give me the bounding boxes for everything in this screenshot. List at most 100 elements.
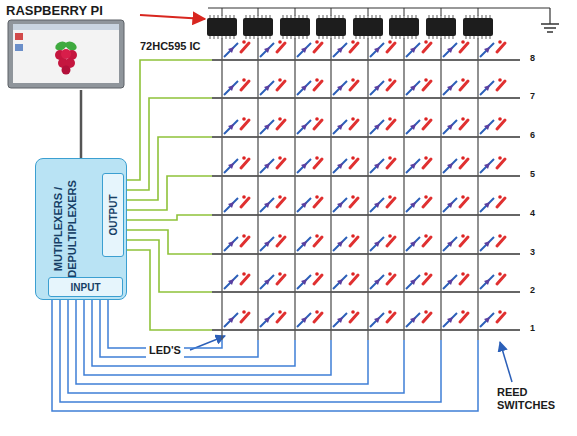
reed-switch bbox=[388, 234, 392, 238]
ic-pin bbox=[395, 15, 396, 18]
led bbox=[480, 120, 494, 134]
column-line bbox=[367, 38, 368, 340]
ic-pin bbox=[481, 15, 482, 18]
reed-switch bbox=[423, 120, 431, 129]
reed-switch bbox=[460, 159, 468, 168]
ic-pin bbox=[432, 36, 433, 39]
ic-pin bbox=[371, 36, 372, 39]
led bbox=[301, 47, 307, 53]
reed-switch bbox=[277, 43, 285, 52]
ic-pin bbox=[334, 36, 335, 39]
reed-switch bbox=[388, 195, 392, 199]
led bbox=[370, 313, 384, 327]
reed-switch bbox=[314, 43, 322, 52]
node-label: MUTIPLEXERS / DEPULTIPLEXERS bbox=[52, 169, 80, 289]
column-line bbox=[403, 38, 404, 340]
led bbox=[228, 85, 234, 91]
reed-switch bbox=[424, 272, 428, 276]
ic-pin bbox=[221, 36, 222, 39]
reed-switch bbox=[460, 43, 468, 52]
reed-switch bbox=[242, 195, 246, 199]
ic-pin bbox=[330, 15, 331, 18]
reed-switch bbox=[424, 195, 428, 199]
ic-pin bbox=[452, 15, 453, 18]
output-box: OUTPUT bbox=[102, 173, 124, 257]
ic-pin bbox=[322, 15, 323, 18]
led bbox=[264, 163, 270, 169]
ground-tap bbox=[368, 8, 369, 16]
reed-switch bbox=[461, 156, 465, 160]
led bbox=[337, 85, 343, 91]
led bbox=[228, 317, 234, 323]
column-line bbox=[294, 38, 295, 340]
reed-switch bbox=[314, 159, 322, 168]
row-wire bbox=[127, 60, 212, 180]
ic-pin bbox=[415, 36, 416, 39]
ic-pin bbox=[481, 36, 482, 39]
led bbox=[228, 163, 234, 169]
shift-register-ic bbox=[280, 18, 310, 36]
shift-register-ic bbox=[463, 18, 493, 36]
ic-pin bbox=[452, 36, 453, 39]
reed-switch bbox=[277, 275, 285, 284]
led bbox=[410, 241, 416, 247]
column-wire bbox=[108, 297, 222, 348]
led bbox=[410, 202, 416, 208]
reed-switch bbox=[241, 159, 249, 168]
led bbox=[374, 124, 380, 130]
ic-pin bbox=[469, 36, 470, 39]
led bbox=[443, 81, 457, 95]
led bbox=[301, 241, 307, 247]
reed-switch bbox=[315, 40, 319, 44]
led bbox=[406, 198, 420, 212]
led bbox=[374, 317, 380, 323]
reed-switch bbox=[423, 237, 431, 246]
led bbox=[410, 47, 416, 53]
reed-switch bbox=[351, 234, 355, 238]
callout-label: REED SWITCHES bbox=[497, 386, 571, 411]
row-number: 5 bbox=[530, 169, 535, 179]
ic-pin bbox=[326, 15, 327, 18]
reed-switch bbox=[498, 117, 502, 121]
leader-arrow bbox=[500, 342, 512, 382]
row-wire bbox=[127, 250, 212, 330]
led bbox=[297, 313, 311, 327]
led bbox=[224, 198, 238, 212]
ic-pin bbox=[432, 15, 433, 18]
ic-pin bbox=[465, 36, 466, 39]
reed-switch bbox=[424, 234, 428, 238]
row-wire bbox=[127, 215, 212, 220]
raspberry-berry bbox=[62, 66, 71, 75]
led bbox=[443, 275, 457, 289]
reed-switch bbox=[278, 156, 282, 160]
ic-pin bbox=[473, 15, 474, 18]
led bbox=[484, 241, 490, 247]
led bbox=[374, 202, 380, 208]
reed-switch bbox=[388, 78, 392, 82]
node-label: INPUT bbox=[49, 282, 122, 293]
ic-pin bbox=[428, 15, 429, 18]
ic-pin bbox=[411, 15, 412, 18]
ic-pin bbox=[229, 36, 230, 39]
raspberry-berry bbox=[61, 49, 71, 59]
reed-switch bbox=[278, 40, 282, 44]
led bbox=[333, 43, 347, 57]
reed-switch bbox=[241, 237, 249, 246]
reed-switch bbox=[277, 159, 285, 168]
led bbox=[370, 275, 384, 289]
led bbox=[333, 81, 347, 95]
reed-switch bbox=[241, 81, 249, 90]
callout-label: LED'S bbox=[146, 343, 184, 358]
reed-switch bbox=[498, 156, 502, 160]
reed-switch bbox=[423, 198, 431, 207]
ic-pin bbox=[229, 15, 230, 18]
led bbox=[224, 237, 238, 251]
led bbox=[224, 81, 238, 95]
led bbox=[228, 241, 234, 247]
led bbox=[228, 202, 234, 208]
led bbox=[333, 275, 347, 289]
led bbox=[297, 275, 311, 289]
reed-switch bbox=[242, 40, 246, 44]
ic-pin bbox=[245, 15, 246, 18]
reed-switch bbox=[387, 237, 395, 246]
